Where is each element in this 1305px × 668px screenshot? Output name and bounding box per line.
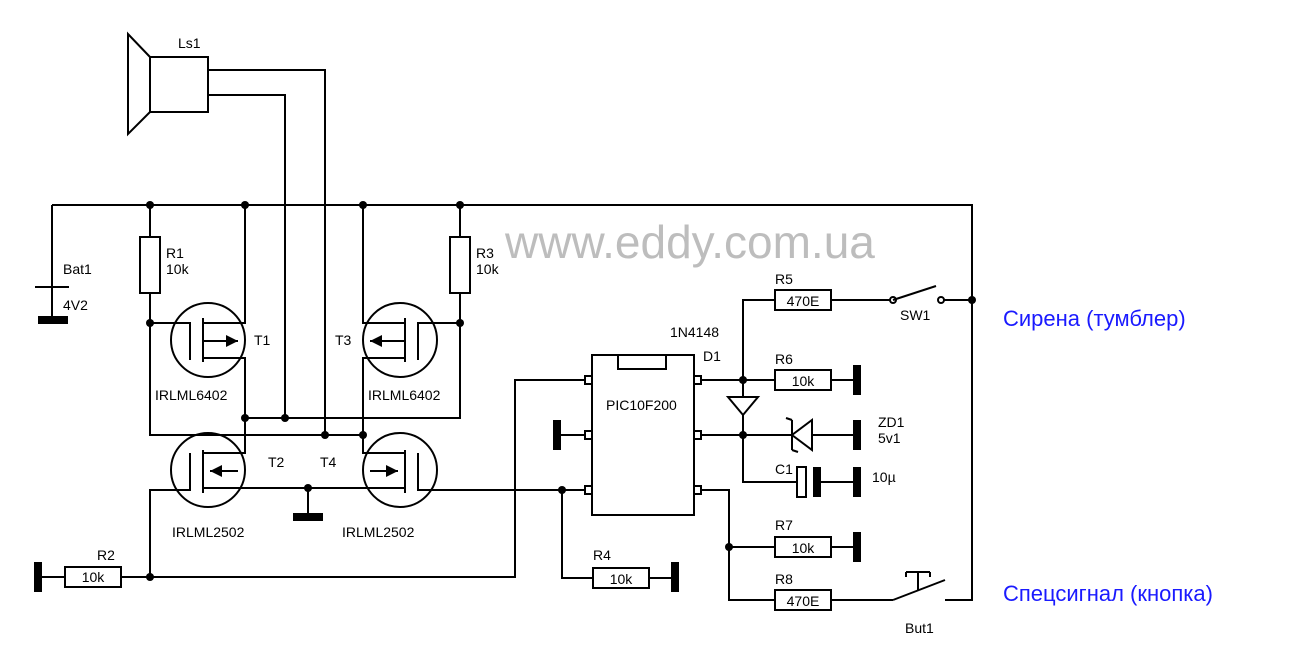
r2-value: 10k xyxy=(82,569,106,585)
c1-value: 10µ xyxy=(872,469,896,485)
button-but1 xyxy=(892,571,946,601)
r2-label: R2 xyxy=(97,547,115,563)
transistor-t4 xyxy=(362,432,562,508)
ls1-label: Ls1 xyxy=(178,35,201,51)
switch-sw1 xyxy=(889,285,972,304)
resistor-r6 xyxy=(774,365,861,395)
r3-value: 10k xyxy=(476,261,500,277)
junctions xyxy=(146,201,976,581)
r3-label: R3 xyxy=(476,245,494,261)
r6-value: 10k xyxy=(792,373,816,389)
r1-value: 10k xyxy=(166,261,190,277)
transistor-t2 xyxy=(149,418,246,575)
ic-label: PIC10F200 xyxy=(606,397,677,413)
ground-wire xyxy=(245,487,363,517)
resistor-r3 xyxy=(449,205,471,323)
r6-label: R6 xyxy=(775,351,793,367)
zd1-value: 5v1 xyxy=(878,430,901,446)
gate-cross-wire-2 xyxy=(149,323,363,436)
positive-rail xyxy=(52,204,973,601)
battery-bat1 xyxy=(35,205,69,324)
t4-part: IRLML2502 xyxy=(342,524,415,540)
resistor-r1 xyxy=(139,205,161,323)
bat1-label: Bat1 xyxy=(63,261,92,277)
t2-label: T2 xyxy=(268,454,285,470)
r7-value: 10k xyxy=(792,540,816,556)
capacitor-c1 xyxy=(742,435,861,498)
r4-label: R4 xyxy=(593,547,611,563)
resistor-r8 xyxy=(774,589,893,611)
note-special-signal: Спецсигнал (кнопка) xyxy=(1003,581,1213,606)
t1-label: T1 xyxy=(254,332,271,348)
r8-label: R8 xyxy=(775,571,793,587)
r1-label: R1 xyxy=(166,245,184,261)
r7-label: R7 xyxy=(775,517,793,533)
resistor-r2 xyxy=(34,379,585,592)
d1-label: D1 xyxy=(703,348,721,364)
gate-cross-wire-1 xyxy=(245,323,461,419)
t1-part: IRLML6402 xyxy=(155,387,228,403)
c1-label: C1 xyxy=(775,461,793,477)
t3-part: IRLML6402 xyxy=(368,387,441,403)
note-siren: Сирена (тумблер) xyxy=(1003,306,1186,331)
watermark: www.eddy.com.ua xyxy=(504,216,875,268)
transistor-t1 xyxy=(150,205,246,418)
r8-value: 470E xyxy=(787,593,820,609)
resistor-r4 xyxy=(561,490,679,592)
pin-right-low-wire xyxy=(701,489,775,601)
but1-label: But1 xyxy=(905,620,934,636)
t4-label: T4 xyxy=(320,454,337,470)
ic-pic10f200 xyxy=(553,354,702,516)
d1-part: 1N4148 xyxy=(670,324,719,340)
zener-zd1 xyxy=(785,417,813,453)
r4-value: 10k xyxy=(610,571,634,587)
resistor-r7 xyxy=(774,532,861,562)
r5-value: 470E xyxy=(787,293,820,309)
sw1-label: SW1 xyxy=(900,307,931,323)
t2-part: IRLML2502 xyxy=(172,524,245,540)
r5-label: R5 xyxy=(775,271,793,287)
zd1-label: ZD1 xyxy=(878,414,905,430)
bat1-value: 4V2 xyxy=(63,297,88,313)
diode-d1 xyxy=(725,380,761,435)
speaker-ls1 xyxy=(127,31,326,435)
t3-label: T3 xyxy=(335,332,352,348)
r5-node-wire xyxy=(742,299,775,380)
transistor-t3 xyxy=(362,205,460,435)
resistor-r5 xyxy=(774,289,890,311)
